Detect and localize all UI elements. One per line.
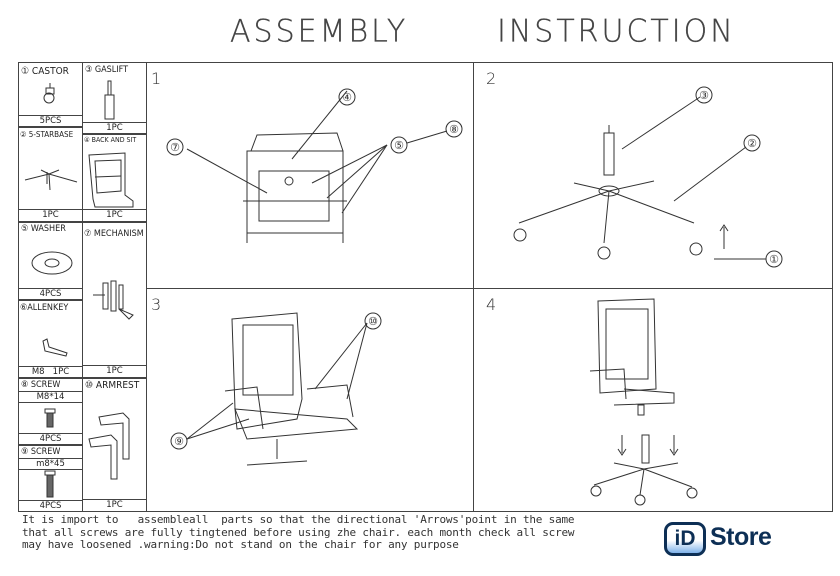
step-3-diagram: ⑩ ⑨: [170, 312, 382, 466]
footer-line-2: that all screws are fully tingtened befo…: [22, 525, 575, 539]
callout-4: ④: [342, 91, 352, 104]
callout-10: ⑩: [368, 315, 378, 328]
footer-line-1: It is import to assembleall parts so tha…: [22, 513, 575, 526]
callout-7: ⑦: [170, 141, 180, 154]
part-label: ② 5-STARBASE: [20, 130, 74, 139]
step-2-panel: 2 ③ ② ①: [473, 62, 833, 289]
part-label: ⑧ SCREW: [21, 380, 61, 390]
title-assembly: ASSEMBLY: [230, 13, 409, 50]
part-mechanism: ⑦ MECHANISM 1PC: [82, 222, 147, 378]
footer-line-3: may have loosened .warning:Do not stand …: [22, 538, 459, 551]
step-number: 3: [151, 295, 162, 314]
step-1-panel: 1 ④ ⑦ ⑤ ⑧: [146, 62, 474, 289]
part-label: ① CASTOR: [21, 66, 69, 77]
document-title: ASSEMBLY INSTRUCTION: [0, 13, 840, 54]
part-count: 4PCS: [19, 433, 82, 444]
logo-mark: iD: [664, 522, 706, 556]
part-count: 4PCS: [19, 500, 82, 511]
part-label: ③ GASLIFT: [85, 65, 129, 75]
part-allenkey: ⑥ALLENKEY M8 1PC: [18, 300, 83, 378]
step-4-diagram: [589, 298, 698, 506]
part-label: ⑦ MECHANISM: [84, 229, 144, 239]
part-count: M8 1PC: [19, 366, 82, 377]
screw-icon: [44, 408, 56, 428]
part-screw-short: ⑧ SCREW M8*14 4PCS: [18, 378, 83, 445]
step-4-panel: 4: [473, 288, 833, 512]
callout-5: ⑤: [394, 139, 404, 152]
callout-8: ⑧: [449, 123, 459, 136]
callout-2: ②: [747, 137, 757, 150]
part-spec: m8*45: [19, 458, 82, 470]
step-3-panel: 3 ⑩ ⑨: [146, 288, 474, 512]
part-count: 5PCS: [19, 115, 82, 126]
allenkey-icon: [42, 338, 68, 357]
mechanism-icon: [93, 280, 134, 320]
part-label: ⑤ WASHER: [21, 224, 66, 234]
armrest-icon: [88, 412, 130, 480]
part-gaslift: ③ GASLIFT 1PC: [82, 62, 147, 134]
title-instruction: INSTRUCTION: [497, 13, 736, 50]
part-armrest: ⑩ ARMREST 1PC: [82, 378, 147, 512]
washer-icon: [31, 251, 73, 275]
part-count: 1PC: [83, 365, 146, 376]
logo-text: Store: [710, 523, 772, 551]
part-count: 1PC: [83, 209, 146, 220]
part-castor: ① CASTOR 5PCS: [18, 62, 83, 127]
footer-notes: It is import to assembleall parts so tha…: [22, 513, 575, 552]
step-2-diagram: ③ ② ①: [513, 86, 783, 268]
part-label: ⑨ SCREW: [21, 447, 61, 457]
part-count: 4PCS: [19, 288, 82, 299]
part-count: 1PC: [19, 209, 82, 220]
starbase-icon: [24, 169, 78, 191]
castor-icon: [43, 83, 55, 104]
step-number: 4: [486, 295, 497, 314]
screw-icon: [44, 470, 56, 498]
part-label: ④ BACK AND SIT: [84, 136, 137, 144]
callout-3: ③: [699, 89, 709, 102]
step-1-diagram: ④ ⑦ ⑤ ⑧: [166, 88, 463, 243]
part-screw-long: ⑨ SCREW m8*45 4PCS: [18, 445, 83, 512]
part-label: ⑥ALLENKEY: [20, 303, 69, 313]
callout-1: ①: [769, 253, 779, 266]
part-spec: M8*14: [19, 391, 82, 403]
step-number: 2: [486, 69, 497, 88]
chair-back-seat-icon: [88, 152, 134, 208]
part-count: 1PC: [83, 499, 146, 510]
part-washer: ⑤ WASHER 4PCS: [18, 222, 83, 300]
part-label: ⑩ ARMREST: [85, 380, 140, 391]
gaslift-icon: [104, 80, 115, 120]
part-starbase: ② 5-STARBASE 1PC: [18, 127, 83, 222]
part-back-and-seat: ④ BACK AND SIT 1PC: [82, 134, 147, 222]
part-count: 1PC: [83, 122, 146, 133]
callout-9: ⑨: [174, 435, 184, 448]
step-number: 1: [151, 69, 162, 88]
